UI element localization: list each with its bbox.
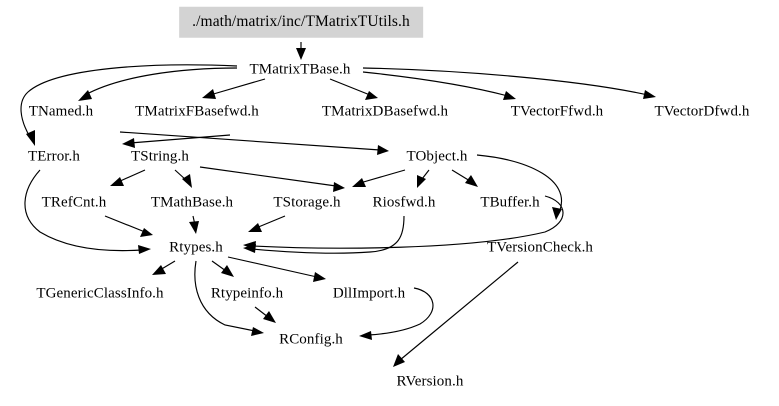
node-rconfig[interactable]: RConfig.h (279, 331, 343, 348)
edge-tmatrixtbase-to-tmatrixfbasefwd (202, 78, 266, 99)
node-rtypes[interactable]: Rtypes.h (169, 239, 223, 256)
edge-tobject-to-tbuffer (451, 169, 478, 187)
edge-rtypeinfo-to-rconfig (254, 306, 276, 323)
edge-root-to-tmatrixtbase (296, 42, 306, 60)
edge-tmatrixtbase-to-tnamed (78, 67, 238, 101)
edge-tmatrixtbase-to-tvectordfwd (362, 67, 656, 99)
node-tvectorffwd[interactable]: TVectorFfwd.h (510, 103, 604, 120)
edge-rtypes-to-rconfig (194, 260, 264, 336)
edge-trefcnt-to-rtypes (104, 215, 153, 237)
node-rtypeinfo[interactable]: Rtypeinfo.h (210, 285, 284, 302)
edge-tmatrixtbase-to-tvectorffwd (362, 71, 516, 100)
node-dllimport[interactable]: DllImport.h (332, 285, 406, 302)
node-riosfwd[interactable]: Riosfwd.h (372, 194, 436, 211)
edge-tstorage-to-rtypes (248, 215, 286, 232)
edge-tnamed-to-tstring (122, 134, 231, 148)
edge-tobject-to-tstorage (352, 169, 406, 187)
node-terror[interactable]: TError.h (27, 148, 81, 165)
node-tmatrixtbase[interactable]: TMatrixTBase.h (249, 61, 351, 78)
edge-terror-to-rtypes (24, 169, 151, 254)
node-tstring[interactable]: TString.h (131, 148, 189, 165)
node-tnamed[interactable]: TNamed.h (28, 103, 94, 120)
edge-tstring-to-tmathbase (174, 169, 192, 188)
node-tvectordfwd[interactable]: TVectorDfwd.h (654, 103, 750, 120)
node-tstorage[interactable]: TStorage.h (273, 194, 341, 211)
edge-tnamed-to-tobject (119, 131, 389, 155)
node-tbuffer[interactable]: TBuffer.h (480, 194, 540, 211)
node-trefcnt[interactable]: TRefCnt.h (41, 194, 107, 211)
edge-tmathbase-to-rtypes (189, 215, 199, 234)
node-tversioncheck[interactable]: TVersionCheck.h (486, 239, 594, 256)
node-tmathbase[interactable]: TMathBase.h (150, 194, 234, 211)
edge-tstring-to-tstorage (199, 166, 345, 192)
edge-rtypes-to-rtypeinfo (211, 260, 234, 277)
edge-tmatrixtbase-to-tmatrixdbasefwd (329, 78, 378, 100)
edge-tmatrixtbase-to-terror (20, 64, 238, 146)
node-tmatrixdbasefwd[interactable]: TMatrixDBasefwd.h (321, 103, 449, 120)
node-rversion[interactable]: RVersion.h (396, 373, 464, 390)
node-tgenericclassinfo[interactable]: TGenericClassInfo.h (36, 285, 164, 302)
edge-rtypes-to-tgenericclassinfo (152, 260, 176, 275)
node-tmatrixfbasefwd[interactable]: TMatrixFBasefwd.h (135, 103, 259, 120)
node-tobject[interactable]: TObject.h (406, 148, 468, 165)
edge-rtypes-to-dllimport (227, 256, 326, 282)
edge-tversioncheck-to-rversion (393, 261, 519, 367)
edge-dllimport-to-rconfig (359, 287, 434, 340)
edge-tobject-to-riosfwd (417, 169, 430, 188)
edge-tobject-to-tversioncheck (476, 154, 563, 220)
node-root-tmatrixtutils[interactable]: ./math/matrix/inc/TMatrixTUtils.h (179, 6, 423, 38)
edge-tbuffer-to-rtypes (243, 195, 564, 250)
edge-tstring-to-trefcnt (110, 169, 146, 186)
